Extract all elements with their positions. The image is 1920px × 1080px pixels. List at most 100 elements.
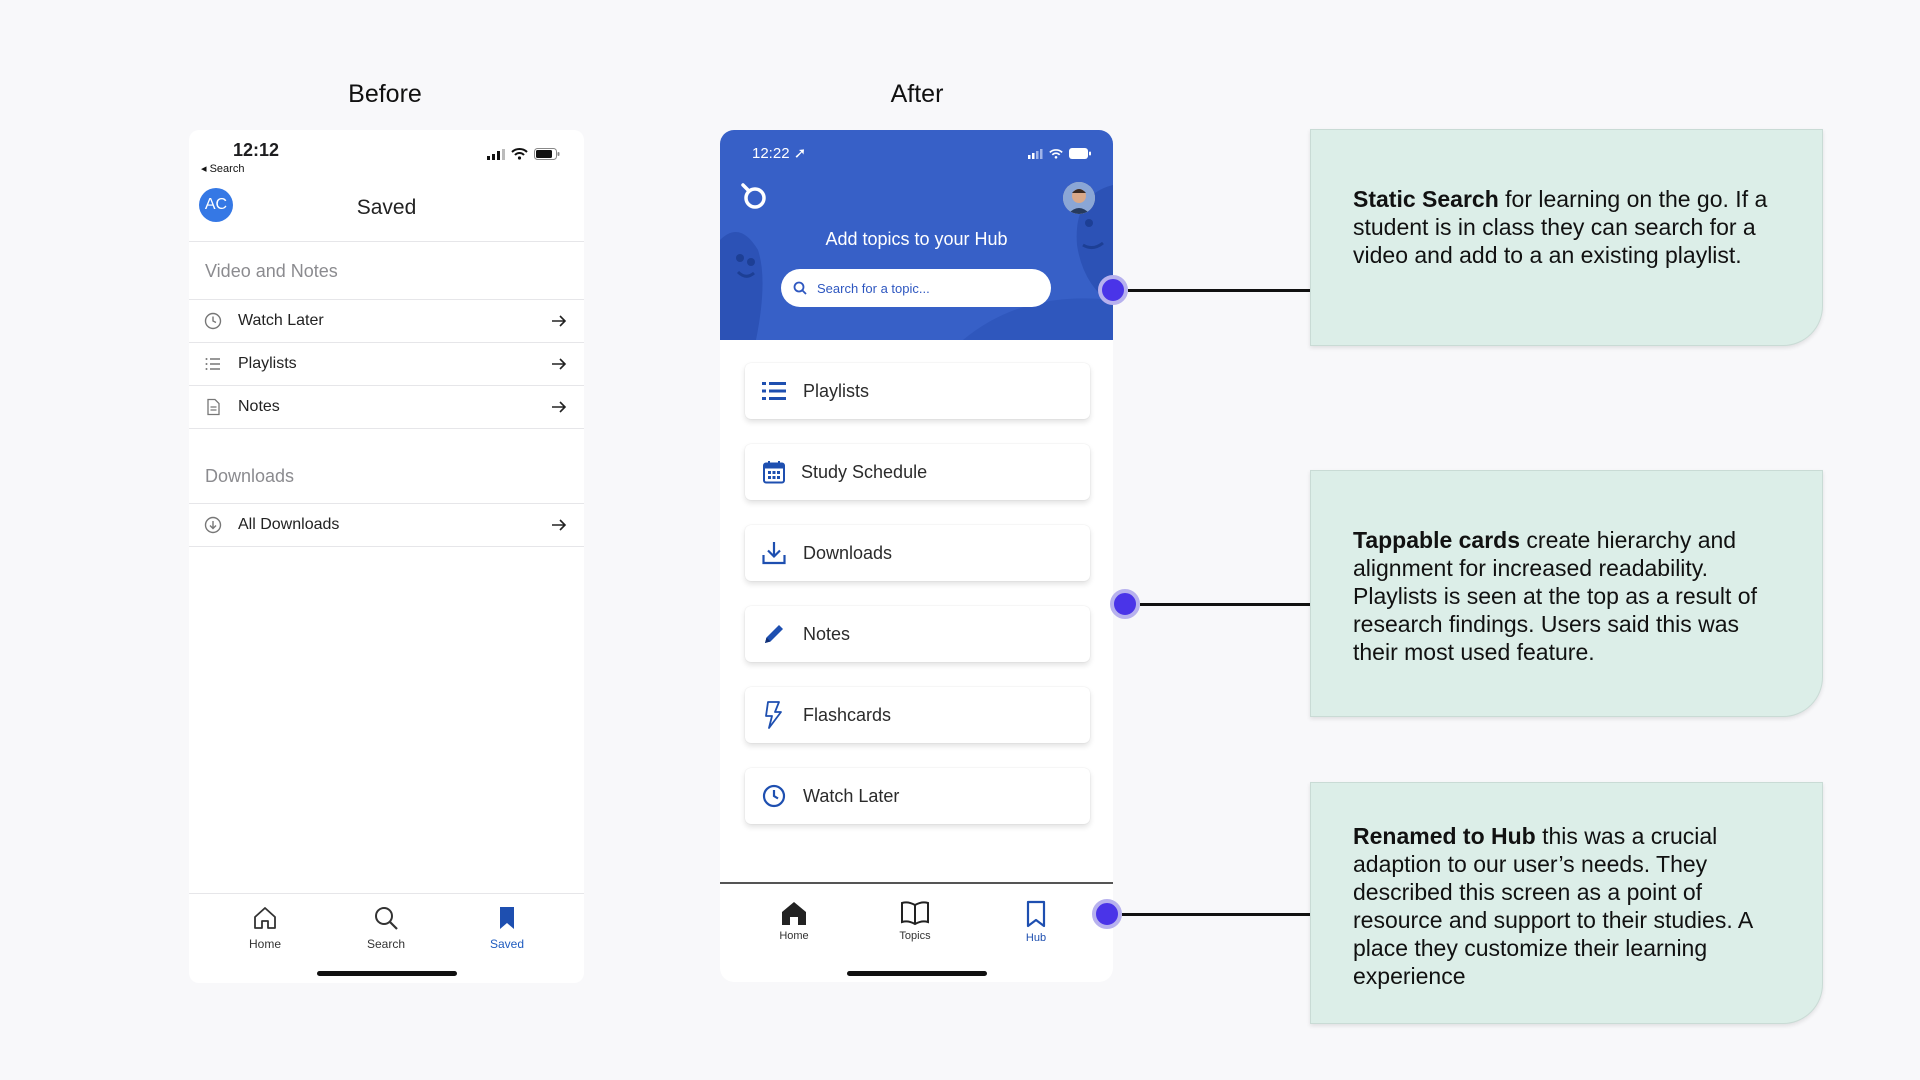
hero-title: Add topics to your Hub	[825, 229, 1008, 249]
annotation-dot	[1092, 899, 1122, 929]
after-phone-screen: 12:22 ➚ Add topics to your Hub Search fo…	[720, 130, 1113, 982]
callout-tappable-cards: Tappable cards create hierarchy and alig…	[1310, 470, 1823, 717]
topic-search-input[interactable]: Search for a topic...	[781, 269, 1051, 307]
book-icon	[901, 901, 929, 926]
calendar-icon	[761, 459, 787, 485]
annotation-dot	[1110, 589, 1140, 619]
tab-search[interactable]: Search	[346, 905, 426, 951]
divider	[189, 385, 584, 386]
card-label: Playlists	[803, 380, 870, 401]
callout-body: for learning on the go. If a student is …	[1353, 186, 1768, 268]
clock-icon	[204, 312, 222, 330]
connector-line	[1122, 913, 1310, 916]
tab-label: Home	[248, 937, 281, 951]
divider	[189, 241, 584, 242]
arrow-right-icon	[552, 401, 567, 413]
download-icon	[761, 540, 787, 566]
callout-text: Static Search for learning on the go. If…	[1353, 185, 1788, 269]
list-icon	[204, 355, 222, 373]
tab-label: Saved	[489, 937, 525, 951]
list-item-notes[interactable]: Notes	[189, 386, 584, 428]
callout-heading: Static Search	[1353, 186, 1499, 212]
callout-body: this was a crucial adaption to our user’…	[1353, 823, 1752, 989]
hub-card-flashcards[interactable]: Flashcards	[745, 687, 1090, 743]
user-avatar-icon	[1063, 182, 1095, 214]
clock-icon	[761, 783, 787, 809]
tab-home[interactable]: Home	[225, 905, 305, 951]
decorative-wave-icon	[963, 298, 1113, 340]
status-icons	[1028, 148, 1091, 159]
card-label: Notes	[803, 623, 851, 644]
divider	[189, 428, 584, 429]
callout-renamed-hub: Renamed to Hub this was a crucial adapti…	[1310, 782, 1823, 1024]
callout-static-search: Static Search for learning on the go. If…	[1310, 129, 1823, 346]
list-item-label: All Downloads	[238, 516, 340, 533]
card-label: Downloads	[803, 542, 893, 563]
hub-card-study-schedule[interactable]: Study Schedule	[745, 444, 1090, 500]
callout-text: Tappable cards create hierarchy and alig…	[1353, 526, 1788, 666]
mascot-illustration-icon	[1076, 185, 1113, 305]
tab-hub[interactable]: Hub	[996, 900, 1076, 944]
tab-label: Home	[779, 930, 809, 942]
home-indicator	[316, 971, 457, 976]
section-video-notes: Video and Notes	[205, 261, 338, 281]
callout-text: Renamed to Hub this was a crucial adapti…	[1353, 822, 1788, 990]
arrow-right-icon	[552, 519, 567, 531]
avatar[interactable]	[1063, 182, 1095, 214]
signal-icon	[1028, 148, 1043, 159]
card-label: Watch Later	[803, 785, 900, 806]
page-title: Saved	[356, 196, 417, 219]
callout-body: create hierarchy and alignment for incre…	[1353, 527, 1757, 665]
search-icon	[793, 281, 807, 295]
after-title: After	[890, 80, 944, 108]
back-to-search-link[interactable]: ◂ Search	[201, 163, 245, 175]
hub-hero-header: 12:22 ➚ Add topics to your Hub Search fo…	[720, 130, 1113, 340]
battery-icon	[1069, 148, 1091, 159]
status-icons	[487, 148, 560, 160]
connector-line	[1140, 603, 1310, 606]
tab-bar-divider	[189, 893, 584, 894]
avatar[interactable]: AC	[199, 188, 233, 222]
tab-saved[interactable]: Saved	[467, 905, 547, 951]
tab-label: Topics	[899, 930, 931, 942]
battery-icon	[534, 148, 560, 160]
section-downloads: Downloads	[205, 466, 295, 486]
divider	[189, 342, 584, 343]
tab-bar-divider	[720, 882, 1113, 884]
home-icon	[254, 907, 276, 929]
list-item-watch-later[interactable]: Watch Later	[189, 300, 584, 342]
divider	[189, 546, 584, 547]
card-label: Flashcards	[803, 704, 892, 725]
divider	[189, 299, 584, 300]
lightning-icon	[761, 701, 787, 729]
list-item-playlists[interactable]: Playlists	[189, 343, 584, 385]
hub-card-notes[interactable]: Notes	[745, 606, 1090, 662]
signal-icon	[487, 148, 505, 160]
list-item-all-downloads[interactable]: All Downloads	[189, 504, 584, 546]
status-time: 12:22 ➚	[752, 145, 807, 162]
hub-card-playlists[interactable]: Playlists	[745, 363, 1090, 419]
tab-label: Search	[366, 937, 406, 951]
home-icon	[782, 902, 806, 925]
hub-card-downloads[interactable]: Downloads	[745, 525, 1090, 581]
annotation-dot	[1098, 275, 1128, 305]
card-label: Study Schedule	[801, 461, 928, 482]
app-logo-icon	[741, 183, 766, 209]
list-icon	[761, 378, 787, 404]
arrow-right-icon	[552, 315, 567, 327]
list-item-label: Notes	[238, 398, 280, 415]
tab-home[interactable]: Home	[754, 900, 834, 942]
tab-topics[interactable]: Topics	[875, 900, 955, 942]
bookmark-icon	[1026, 900, 1046, 928]
wifi-icon	[511, 148, 528, 160]
before-title: Before	[348, 80, 422, 108]
arrow-right-icon	[552, 358, 567, 370]
status-time: 12:12	[233, 140, 280, 160]
callout-heading: Renamed to Hub	[1353, 823, 1536, 849]
wifi-icon	[1049, 148, 1063, 159]
list-item-label: Playlists	[238, 355, 297, 372]
hub-card-watch-later[interactable]: Watch Later	[745, 768, 1090, 824]
connector-line	[1128, 289, 1310, 292]
bookmark-icon	[500, 907, 514, 929]
before-phone-screen: 12:12 ◂ Search AC Saved Video and Notes …	[189, 130, 584, 983]
